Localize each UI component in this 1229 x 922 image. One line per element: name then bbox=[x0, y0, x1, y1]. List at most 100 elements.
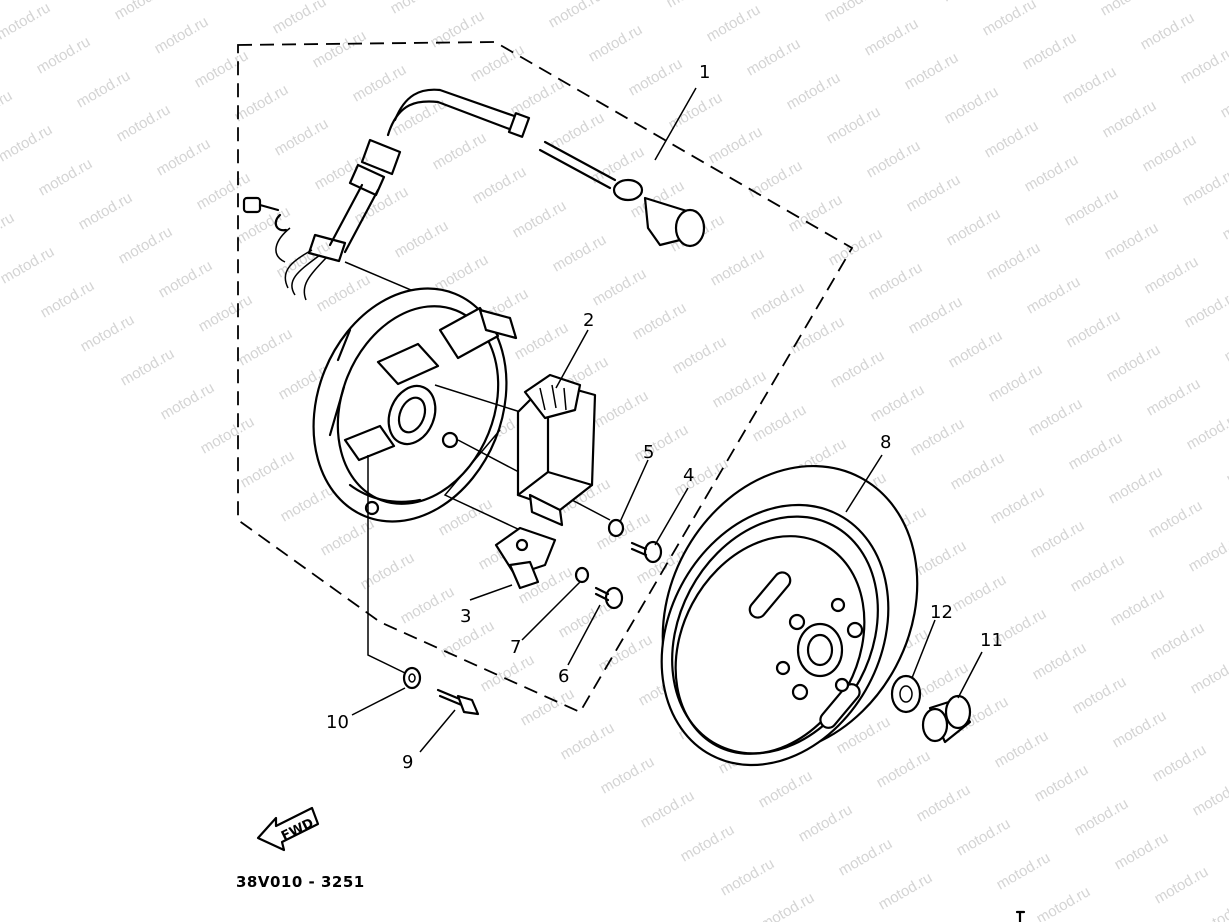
cdi-unit bbox=[516, 373, 597, 527]
washer-7 bbox=[574, 566, 590, 584]
watermark-text: motod.ru bbox=[158, 379, 218, 423]
watermark-text: motod.ru bbox=[590, 265, 650, 309]
watermark-text: motod.ru bbox=[0, 0, 13, 9]
watermark-text: motod.ru bbox=[940, 0, 1000, 5]
watermark-text: motod.ru bbox=[638, 787, 698, 831]
watermark-text: motod.ru bbox=[992, 727, 1052, 771]
watermark-text: motod.ru bbox=[0, 121, 55, 165]
watermark-text: motod.ru bbox=[1146, 497, 1206, 541]
watermark-text: motod.ru bbox=[1022, 151, 1082, 195]
watermark-text: motod.ru bbox=[312, 149, 372, 193]
washer-12 bbox=[890, 674, 922, 714]
watermark-text: motod.ru bbox=[112, 0, 172, 23]
watermark-text: motod.ru bbox=[74, 67, 134, 111]
watermark-text: motod.ru bbox=[948, 449, 1008, 493]
watermark-text: motod.ru bbox=[708, 245, 768, 289]
watermark-text: motod.ru bbox=[1188, 653, 1229, 697]
watermark-text: motod.ru bbox=[0, 243, 57, 287]
watermark-text: motod.ru bbox=[1024, 273, 1084, 317]
watermark-text: motod.ru bbox=[784, 69, 844, 113]
callout-2: 2 bbox=[583, 310, 594, 331]
watermark-text: motod.ru bbox=[626, 55, 686, 99]
watermark-text: motod.ru bbox=[824, 103, 884, 147]
watermark-text: motod.ru bbox=[470, 163, 530, 207]
watermark-text: motod.ru bbox=[908, 415, 968, 459]
watermark-text: motod.ru bbox=[980, 0, 1040, 39]
washer-10 bbox=[402, 666, 422, 690]
watermark-text: motod.ru bbox=[278, 481, 338, 525]
watermark-text: motod.ru bbox=[982, 117, 1042, 161]
watermark-text: motod.ru bbox=[868, 381, 928, 425]
watermark-text: motod.ru bbox=[914, 781, 974, 825]
stator-plate bbox=[312, 287, 518, 523]
watermark-text: motod.ru bbox=[548, 109, 608, 153]
watermark-text: motod.ru bbox=[864, 137, 924, 181]
watermark-text: motod.ru bbox=[196, 291, 256, 335]
watermark-text: motod.ru bbox=[1224, 443, 1229, 487]
stator-leader-3 bbox=[443, 429, 521, 531]
callout-9: 9 bbox=[402, 752, 413, 773]
watermark-text: motod.ru bbox=[1060, 63, 1120, 107]
watermark-text: motod.ru bbox=[1150, 741, 1210, 785]
watermark-text: motod.ru bbox=[1144, 375, 1204, 419]
watermark-text: motod.ru bbox=[78, 311, 138, 355]
watermark-text: motod.ru bbox=[1184, 409, 1229, 453]
watermark-text: motod.ru bbox=[0, 0, 53, 43]
watermark-text: motod.ru bbox=[1102, 219, 1162, 263]
washer-5 bbox=[607, 518, 625, 538]
watermark-text: motod.ru bbox=[632, 421, 692, 465]
stator-leader-1 bbox=[434, 384, 531, 416]
watermark-text: motod.ru bbox=[1148, 619, 1208, 663]
drawing-code: 38V010 - 3251 bbox=[236, 873, 365, 891]
callout-5: 5 bbox=[643, 442, 654, 463]
watermark-text: motod.ru bbox=[118, 345, 178, 389]
watermark-text: motod.ru bbox=[512, 319, 572, 363]
watermark-text: motod.ru bbox=[670, 333, 730, 377]
watermark-text: motod.ru bbox=[836, 835, 896, 879]
watermark-text: motod.ru bbox=[828, 347, 888, 391]
callout-3: 3 bbox=[460, 606, 471, 627]
watermark-text: motod.ru bbox=[1192, 897, 1229, 922]
watermark-text: motod.ru bbox=[1182, 287, 1229, 331]
watermark-text: motod.ru bbox=[862, 15, 922, 59]
clamp-bolt bbox=[242, 196, 288, 232]
watermark-text: motod.ru bbox=[1106, 463, 1166, 507]
watermark-text: motod.ru bbox=[1178, 43, 1229, 87]
watermark-text: motod.ru bbox=[468, 41, 528, 85]
watermark-text: motod.ru bbox=[994, 849, 1054, 893]
watermark-text: motod.ru bbox=[986, 361, 1046, 405]
watermark-text: motod.ru bbox=[154, 135, 214, 179]
watermark-text: motod.ru bbox=[152, 13, 212, 57]
watermark-text: motod.ru bbox=[1028, 517, 1088, 561]
watermark-text: motod.ru bbox=[192, 47, 252, 91]
watermark-text: motod.ru bbox=[946, 327, 1006, 371]
watermark-text: motod.ru bbox=[1220, 199, 1229, 243]
watermark-text: motod.ru bbox=[234, 203, 294, 247]
watermark-text: motod.ru bbox=[0, 209, 17, 253]
watermark-text: motod.ru bbox=[1138, 9, 1198, 53]
watermark-text: motod.ru bbox=[954, 815, 1014, 859]
rotor-flywheel bbox=[660, 464, 919, 767]
watermark-text: motod.ru bbox=[36, 155, 96, 199]
callout-leaders bbox=[351, 87, 983, 753]
watermark-text: motod.ru bbox=[598, 753, 658, 797]
watermark-text: motod.ru bbox=[942, 83, 1002, 127]
watermark-text: motod.ru bbox=[76, 189, 136, 233]
watermark-text: motod.ru bbox=[1218, 77, 1229, 121]
watermark-text: motod.ru bbox=[950, 571, 1010, 615]
watermark-text: motod.ru bbox=[796, 801, 856, 845]
watermark-text: motod.ru bbox=[1026, 395, 1086, 439]
watermark-text: motod.ru bbox=[1032, 761, 1092, 805]
collar-11 bbox=[921, 694, 972, 744]
watermark-text: motod.ru bbox=[1020, 29, 1080, 73]
watermark-text: motod.ru bbox=[876, 869, 936, 913]
callout-4: 4 bbox=[683, 465, 694, 486]
watermark-text: motod.ru bbox=[758, 889, 818, 922]
bolt-9 bbox=[436, 688, 480, 716]
watermark-text: motod.ru bbox=[944, 205, 1004, 249]
watermark-text: motod.ru bbox=[1098, 0, 1158, 19]
callout-labels: 1 2 3 4 5 6 7 8 9 10 11 12 bbox=[326, 62, 1003, 773]
watermark-text: motod.ru bbox=[988, 483, 1048, 527]
watermark-text: motod.ru bbox=[984, 239, 1044, 283]
watermark-text: motod.ru bbox=[902, 49, 962, 93]
